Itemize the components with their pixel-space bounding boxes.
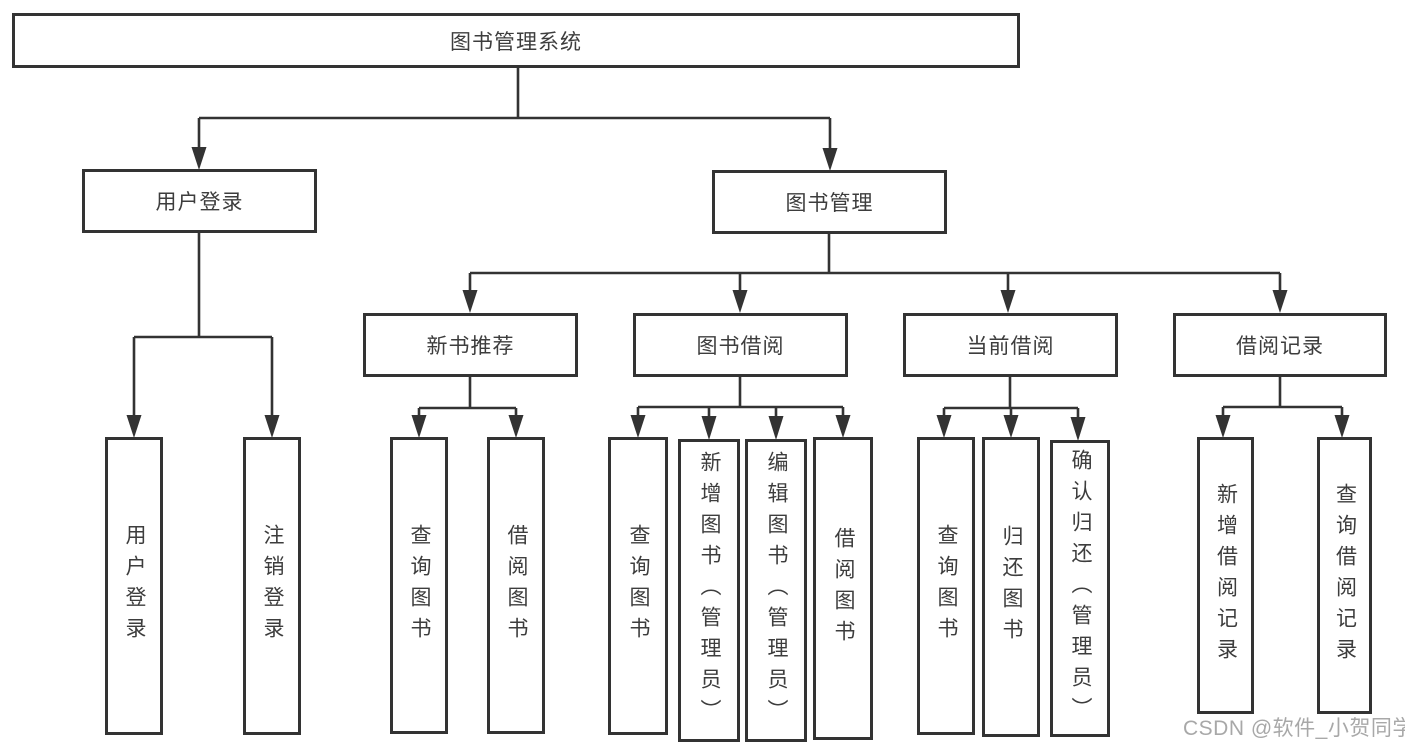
node-query-borrow-record: 查询借阅记录 <box>1317 437 1372 714</box>
node-query-books-recommend: 查询图书 <box>390 437 448 734</box>
node-add-books-admin: 新增图书（管理员） <box>678 439 740 742</box>
connector-current-borrowing-branch <box>936 377 1086 441</box>
node-book-borrowing: 图书借阅 <box>633 313 848 377</box>
node-confirm-return-admin: 确认归还（管理员） <box>1050 440 1110 737</box>
node-return-books: 归还图书 <box>982 437 1040 737</box>
connector-borrowing-records-branch <box>1215 377 1350 438</box>
connector-book-management-branch <box>462 234 1288 313</box>
node-logout-action: 注销登录 <box>243 437 301 735</box>
connector-root-to-level2 <box>191 68 838 171</box>
connector-book-borrowing-branch <box>630 377 851 440</box>
connector-user-login-branch <box>126 233 280 438</box>
node-query-books-current: 查询图书 <box>917 437 975 735</box>
node-user-login: 用户登录 <box>82 169 317 233</box>
node-borrow-books-action: 借阅图书 <box>813 437 873 740</box>
connector-new-book-branch <box>411 377 524 438</box>
node-library-management-system: 图书管理系统 <box>12 13 1020 68</box>
node-borrow-books-recommend: 借阅图书 <box>487 437 545 734</box>
node-book-management: 图书管理 <box>712 170 947 234</box>
node-query-books-borrow: 查询图书 <box>608 437 668 735</box>
node-add-borrow-record: 新增借阅记录 <box>1197 437 1254 714</box>
node-user-login-action: 用户登录 <box>105 437 163 735</box>
node-edit-books-admin: 编辑图书（管理员） <box>745 439 807 742</box>
watermark: CSDN @软件_小贺同学 <box>1183 717 1405 740</box>
node-borrowing-records: 借阅记录 <box>1173 313 1387 377</box>
node-new-book-recommendation: 新书推荐 <box>363 313 578 377</box>
node-current-borrowing: 当前借阅 <box>903 313 1118 377</box>
